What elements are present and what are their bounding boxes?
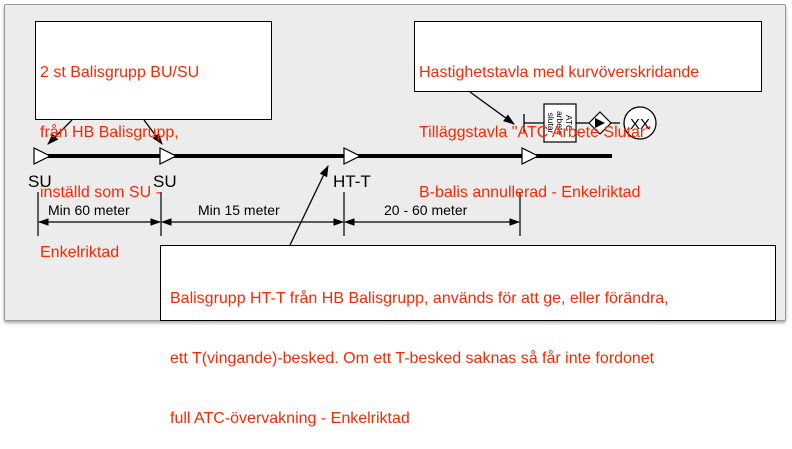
balise-label-su1: SU: [28, 172, 52, 191]
callout-sign-line-3: B-balis annullerad - Enkelriktad: [419, 184, 641, 201]
track-diagram: ATC arbete slutar XX: [33, 91, 657, 246]
callout-su-line-1: 2 st Balisgrupp BU/SU: [40, 64, 200, 81]
balise-b: [521, 147, 540, 165]
callout-htt-line-2: ett T(vingande)-besked. Om ett T-besked …: [170, 350, 655, 367]
distance-label-1: Min 60 meter: [46, 202, 132, 218]
callout-speed-sign: Hastighetstavla med kurvöverskridande Ti…: [414, 21, 762, 201]
callout-pointer-su2: [143, 119, 163, 145]
speed-circle: [623, 106, 657, 140]
callout-su-line-3: inställd som SU -: [40, 184, 161, 201]
balise-label-su2: SU: [153, 172, 177, 191]
board-line-3: slutar: [546, 113, 556, 134]
callout-pointer-sign: [469, 91, 515, 125]
speed-value: XX: [630, 116, 650, 133]
callout-htt-group: Balisgrupp HT-T från HB Balisgrupp, anvä…: [160, 245, 776, 427]
callout-su-line-2: från HB Balisgrupp,: [40, 124, 179, 141]
callout-sign-line-1: Hastighetstavla med kurvöverskridande: [419, 64, 700, 81]
callout-htt-line-3: full ATC-övervakning - Enkelriktad: [170, 410, 410, 427]
callout-htt-line-1: Balisgrupp HT-T från HB Balisgrupp, anvä…: [170, 290, 669, 307]
callout-pointer-htt: [289, 164, 329, 246]
callout-su-group: 2 st Balisgrupp BU/SU från HB Balisgrupp…: [35, 21, 272, 261]
callout-su-line-4: Enkelriktad: [40, 244, 120, 261]
callout-pointer-su1: [47, 119, 73, 145]
callout-sign-line-2: Tilläggstavla "ATC Arbete Slutar": [419, 124, 651, 141]
diamond-arrow-icon: [595, 118, 605, 128]
speed-sign-post: ATC arbete slutar XX: [523, 103, 657, 143]
balise-htt: [343, 147, 362, 165]
balise-su1: [33, 147, 52, 165]
distance-label-3: 20 - 60 meter: [382, 202, 470, 218]
board-line-1: ATC: [564, 115, 574, 131]
balise-su2: [159, 147, 178, 165]
balise-label-htt: HT-T: [333, 172, 371, 191]
board-line-2: arbete: [555, 111, 565, 135]
distance-label-2: Min 15 meter: [196, 202, 282, 218]
